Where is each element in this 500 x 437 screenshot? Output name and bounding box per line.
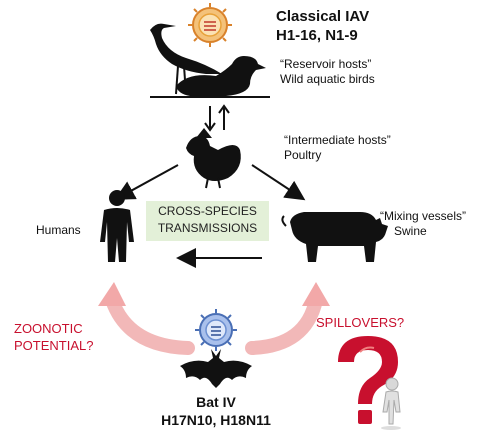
- cross-species-line2: TRANSMISSIONS: [157, 221, 258, 235]
- question-mark-icon: [338, 336, 398, 424]
- classical-iav-subtypes: H1-16, N1-9: [276, 27, 358, 44]
- spillovers-label: SPILLOVERS?: [316, 315, 405, 330]
- reservoir-hosts-desc: Wild aquatic birds: [280, 72, 375, 86]
- intermediate-hosts-label: “Intermediate hosts”: [284, 133, 391, 147]
- classical-iav-title: Classical IAV: [276, 8, 370, 25]
- cross-species-box: [146, 201, 269, 241]
- bat-iv-title: Bat IV: [196, 394, 236, 410]
- reservoir-hosts-label: “Reservoir hosts”: [280, 57, 372, 71]
- cross-species-line1: CROSS-SPECIES: [158, 204, 257, 218]
- zoonotic-line2: POTENTIAL?: [14, 338, 94, 353]
- humans-label: Humans: [36, 223, 81, 237]
- classical-virus-icon: [188, 3, 232, 47]
- spillover-curved-arrow: [245, 282, 330, 355]
- chicken-icon: [186, 128, 241, 189]
- mixing-vessels-label: “Mixing vessels”: [380, 209, 467, 223]
- bat-icon: [180, 349, 252, 388]
- intermediate-hosts-desc: Poultry: [284, 148, 322, 162]
- duck-icon: [176, 56, 266, 96]
- arrow-to-humans: [114, 164, 179, 200]
- human-icon: [100, 190, 134, 262]
- bat-iv-subtypes: H17N10, H18N11: [161, 412, 271, 428]
- thinking-figure-icon: [381, 377, 401, 430]
- bidirectional-arrows: [204, 104, 230, 132]
- bat-virus-icon: [195, 309, 237, 351]
- zoonotic-line1: ZOONOTIC: [14, 321, 83, 336]
- mixing-vessels-desc: Swine: [394, 224, 427, 238]
- zoonotic-curved-arrow: [98, 282, 195, 355]
- pig-icon: [281, 212, 388, 262]
- arrow-to-swine: [251, 164, 306, 201]
